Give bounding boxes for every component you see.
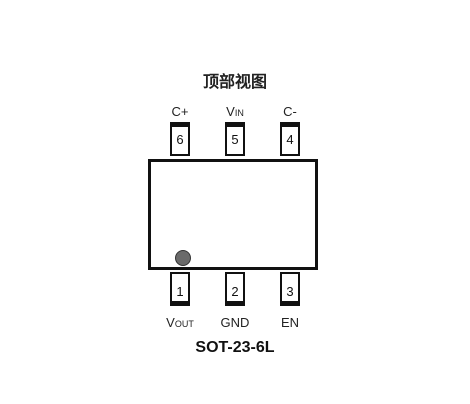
pin-3: 3: [280, 272, 300, 306]
pin1-number: 1: [176, 284, 184, 299]
pin2-number: 2: [231, 284, 239, 299]
pin-4: 4: [280, 122, 300, 156]
pin6-label-text: C+: [171, 104, 189, 119]
pin-5: 5: [225, 122, 245, 156]
pin2-label-text: GND: [220, 315, 250, 330]
pin4-label: C-: [260, 104, 320, 119]
pin3-number: 3: [286, 284, 294, 299]
pin2-label: GND: [205, 315, 265, 330]
pin5-label: VIN: [205, 104, 265, 119]
pin-6: 6: [170, 122, 190, 156]
chip-body: [148, 159, 318, 270]
pin5-number: 5: [231, 132, 239, 147]
pin3-label-text: EN: [280, 315, 300, 330]
pin1-label-text: V: [166, 315, 175, 330]
pin1-label: VOUT: [150, 315, 210, 330]
pin6-label: C+: [150, 104, 210, 119]
package-name: SOT-23-6L: [195, 339, 275, 356]
pin-1: 1: [170, 272, 190, 306]
pin4-label-text: C-: [283, 104, 297, 119]
pin4-number: 4: [286, 132, 294, 147]
pin-2: 2: [225, 272, 245, 306]
diagram-title: 顶部视图: [202, 72, 267, 91]
pin1-label-sub: OUT: [174, 319, 194, 329]
pin5-label-text: V: [226, 104, 235, 119]
pin6-number: 6: [176, 132, 184, 147]
pin1-marker-dot: [175, 250, 191, 266]
pin3-label: EN: [260, 315, 320, 330]
pin5-label-sub: IN: [234, 108, 244, 118]
